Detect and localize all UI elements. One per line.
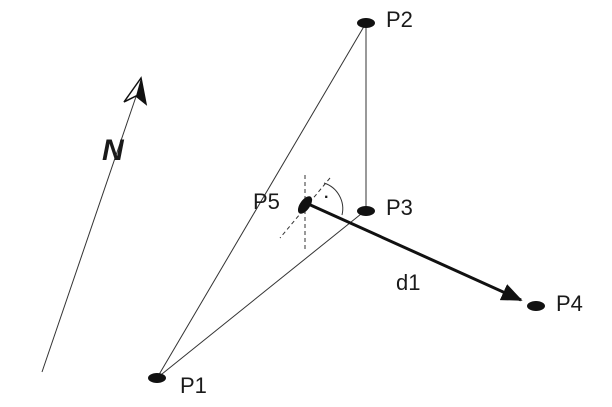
- point-p3-marker: [357, 206, 375, 216]
- distance-d1-arrow: [305, 201, 523, 302]
- point-p3-label: P3: [386, 195, 413, 220]
- north-arrow: N: [41, 76, 148, 373]
- north-arrow-head-fill: [136, 78, 146, 104]
- point-p5-label: P5: [253, 189, 280, 214]
- projection-dashed-line: [279, 177, 331, 239]
- point-p5-marker: [297, 196, 313, 214]
- point-p2-label: P2: [386, 7, 413, 32]
- point-p2-marker: [357, 18, 375, 28]
- right-angle-arc: [323, 182, 344, 216]
- line-p1-p3: [156, 209, 367, 379]
- line-p1-p2: [156, 22, 367, 379]
- point-p4-marker: [527, 301, 545, 311]
- point-p4-label: P4: [556, 291, 583, 316]
- distance-d1-label: d1: [396, 270, 420, 295]
- point-p1-label: P1: [180, 373, 207, 398]
- north-label: N: [102, 134, 125, 167]
- north-arrow-line: [41, 81, 142, 373]
- point-p1-marker: [148, 373, 166, 383]
- right-angle-dot: ·: [324, 189, 329, 206]
